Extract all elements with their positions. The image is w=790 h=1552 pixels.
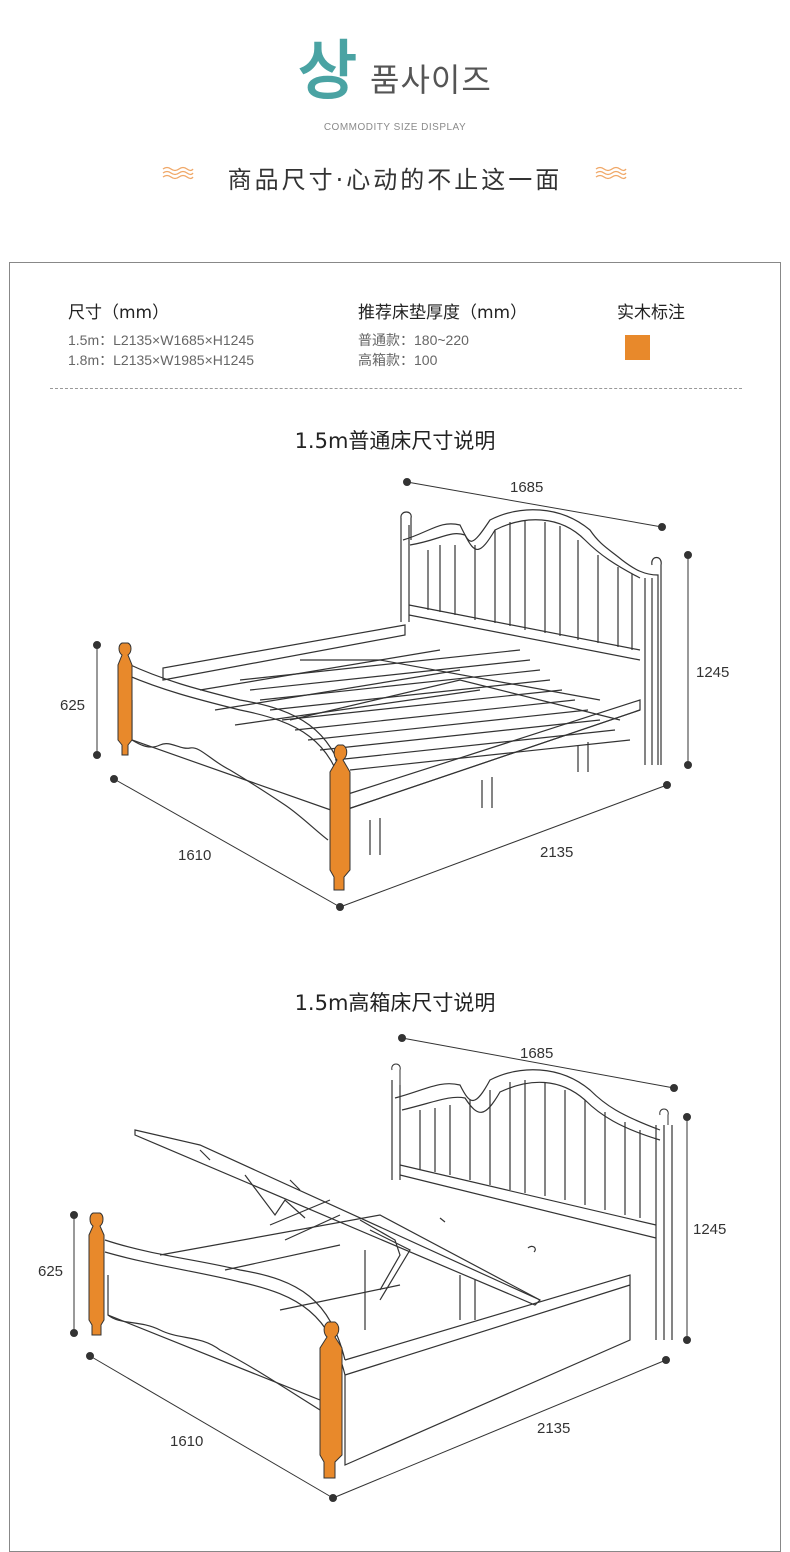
section-title-regular: 1.5m普通床尺寸说明 — [294, 429, 496, 453]
bed-storage-outline — [104, 1069, 673, 1466]
size-line-1: 1.5m：L2135×W1685×H1245 — [68, 332, 255, 348]
divider — [50, 388, 742, 389]
dim-foot-height-storage: 625 — [38, 1263, 63, 1280]
dim-width-storage: 1685 — [520, 1045, 553, 1062]
dim-length-storage: 2135 — [537, 1420, 570, 1437]
wave-right-icon — [595, 166, 627, 180]
solid-wood-posts-storage — [88, 1212, 343, 1479]
section-title-storage: 1.5m高箱床尺寸说明 — [294, 991, 496, 1015]
mattress-line-1: 普通款：180~220 — [358, 332, 469, 348]
solid-wood-posts — [117, 642, 351, 891]
dim-depth-regular: 1610 — [178, 847, 211, 864]
size-line-2: 1.8m：L2135×W1985×H1245 — [68, 352, 255, 368]
dim-length-regular: 2135 — [540, 844, 573, 861]
logo-mark: 상 — [298, 35, 357, 109]
size-title: 尺寸（mm） — [68, 303, 170, 323]
dim-height-storage: 1245 — [693, 1221, 726, 1238]
dim-width-regular: 1685 — [510, 479, 543, 496]
bed-regular-outline — [119, 509, 662, 855]
bed-diagram-storage: 1685 1245 625 1610 2135 — [38, 1034, 726, 1502]
logo-text: 품사이즈 — [370, 61, 492, 99]
dim-foot-height-regular: 625 — [60, 697, 85, 714]
mattress-title: 推荐床垫厚度（mm） — [358, 303, 528, 323]
dimension-lines-regular — [93, 478, 692, 911]
wood-title: 实木标注 — [617, 303, 685, 323]
slogan: 商品尺寸·心动的不止这一面 — [227, 166, 563, 194]
bed-diagram-regular: 1685 1245 625 1610 2135 — [60, 478, 729, 911]
logo-subtitle: COMMODITY SIZE DISPLAY — [323, 122, 467, 133]
wave-left-icon — [162, 166, 194, 180]
page-header: 상 품사이즈 COMMODITY SIZE DISPLAY 商品尺寸·心动的不止… — [0, 0, 790, 250]
dim-depth-storage: 1610 — [170, 1433, 203, 1450]
dim-height-regular: 1245 — [696, 664, 729, 681]
mattress-line-2: 高箱款：100 — [358, 352, 438, 368]
dimension-lines-storage — [70, 1034, 691, 1502]
solid-wood-swatch — [625, 335, 650, 360]
